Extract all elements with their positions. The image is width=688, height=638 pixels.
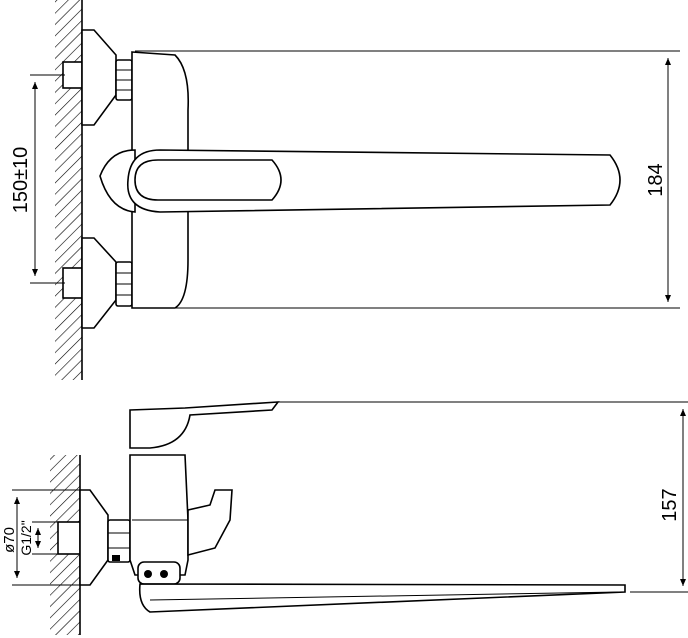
side-view: 157 ø70 G1/2" [1,401,688,635]
top-wall [55,0,83,380]
top-view: 184 150±10 [10,0,680,380]
spout-side [112,555,626,613]
dim-diameter-label: ø70 [1,527,18,553]
mixer-body-side [129,454,189,576]
diverter-side [187,489,233,557]
lever-handle-side [129,401,280,449]
upper-eccentric-fitting [62,29,133,126]
dim-184: 184 [135,50,680,309]
dim-thread: G1/2" [18,520,58,556]
dim-184-label: 184 [645,163,667,196]
spout-top [127,149,621,213]
dim-thread-label: G1/2" [18,520,34,555]
dim-157-label: 157 [659,488,681,521]
dim-150: 150±10 [10,74,65,284]
lower-eccentric-fitting [62,237,133,329]
dim-157: 157 [278,401,688,593]
dim-150-label: 150±10 [10,147,32,214]
dim-diameter: ø70 [1,489,80,586]
